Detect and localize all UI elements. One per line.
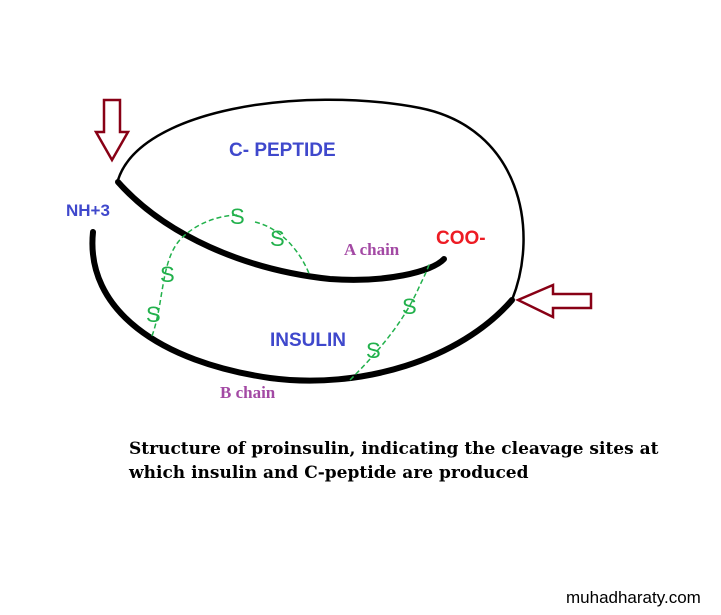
a-chain-label: A chain <box>344 240 400 259</box>
b-chain-label: B chain <box>220 383 276 402</box>
disulfide-s-3: S <box>160 262 175 287</box>
disulfide-s-4: S <box>146 302 161 327</box>
a-chain-line <box>115 179 447 283</box>
left-arrow-outline-icon <box>514 283 593 319</box>
insulin-label: INSULIN <box>270 330 346 351</box>
figure-caption: Structure of proinsulin, indicating the … <box>129 439 659 483</box>
site-watermark: muhadharaty.com <box>566 588 701 607</box>
nh3-label: NH+3 <box>66 201 110 220</box>
disulfide-bonds <box>151 214 431 381</box>
disulfide-s-2: S <box>270 226 285 251</box>
disulfide-s-6: S <box>366 338 381 363</box>
disulfide-s-1: S <box>230 204 245 229</box>
b-chain-line <box>89 229 515 384</box>
c-peptide-label: C- PEPTIDE <box>229 140 336 161</box>
disulfide-s-5: S <box>402 294 417 319</box>
coo-label: COO- <box>436 228 486 249</box>
down-arrow-outline-icon <box>93 98 131 163</box>
c-peptide-loop <box>116 98 525 301</box>
